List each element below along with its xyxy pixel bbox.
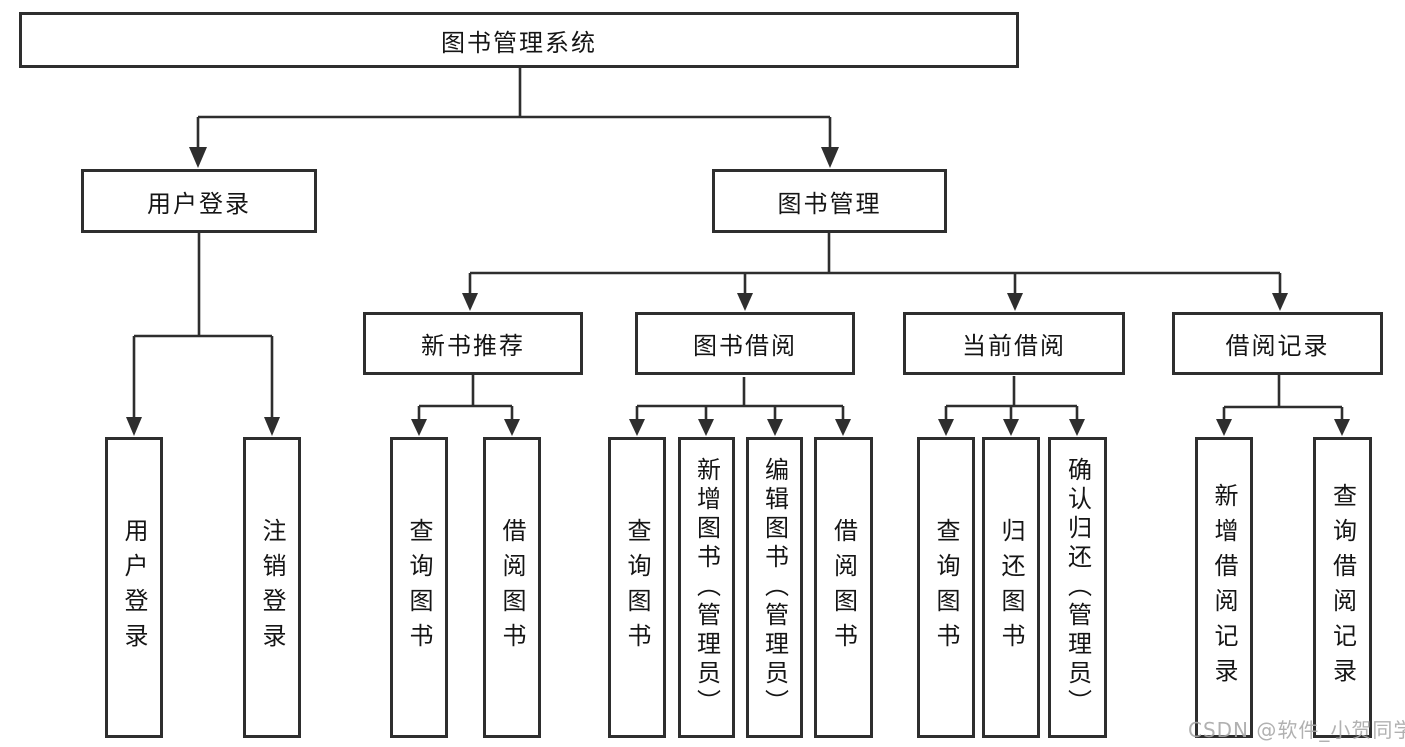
leaf-user-login: 用户登录 <box>105 437 163 738</box>
leaf-logout: 注销登录 <box>243 437 301 738</box>
leaf-query-books: 查询图书 <box>390 437 448 738</box>
watermark: CSDN @软件_小贺同学 <box>1188 718 1405 742</box>
leaf-label: 查询图书 <box>623 517 651 658</box>
leaf-label: 借阅图书 <box>829 517 858 658</box>
leaf-label: 新增借阅记录 <box>1210 482 1238 693</box>
leaf-label: 查询借阅记录 <box>1328 482 1357 693</box>
leaf-confirm-return-admin: 确认归还（管理员） <box>1048 437 1107 738</box>
node-book-management: 图书管理 <box>712 169 947 233</box>
leaf-label: 归还图书 <box>997 517 1025 658</box>
leaf-label: 查询图书 <box>932 517 960 658</box>
leaf-edit-books-admin: 编辑图书（管理员） <box>746 437 803 738</box>
leaf-query-books: 查询图书 <box>917 437 975 738</box>
leaf-label: 借阅图书 <box>498 517 526 658</box>
leaf-query-books: 查询图书 <box>608 437 666 738</box>
node-borrowing-records: 借阅记录 <box>1172 312 1383 375</box>
leaf-label: 用户登录 <box>120 517 148 658</box>
leaf-add-borrow-record: 新增借阅记录 <box>1195 437 1253 738</box>
leaf-label: 注销登录 <box>258 517 286 658</box>
leaf-return-books: 归还图书 <box>982 437 1040 738</box>
leaf-borrow-books: 借阅图书 <box>483 437 541 738</box>
node-book-borrowing: 图书借阅 <box>635 312 855 375</box>
leaf-label: 新增图书（管理员） <box>692 457 721 718</box>
leaf-label: 确认归还（管理员） <box>1063 457 1092 718</box>
leaf-add-books-admin: 新增图书（管理员） <box>678 437 735 738</box>
node-user-login: 用户登录 <box>81 169 317 233</box>
node-root: 图书管理系统 <box>19 12 1019 68</box>
leaf-borrow-books: 借阅图书 <box>814 437 873 738</box>
node-current-borrowing: 当前借阅 <box>903 312 1125 375</box>
node-new-book-recommendation: 新书推荐 <box>363 312 583 375</box>
leaf-label: 编辑图书（管理员） <box>760 457 789 718</box>
leaf-query-borrow-record: 查询借阅记录 <box>1313 437 1372 738</box>
leaf-label: 查询图书 <box>405 517 433 658</box>
